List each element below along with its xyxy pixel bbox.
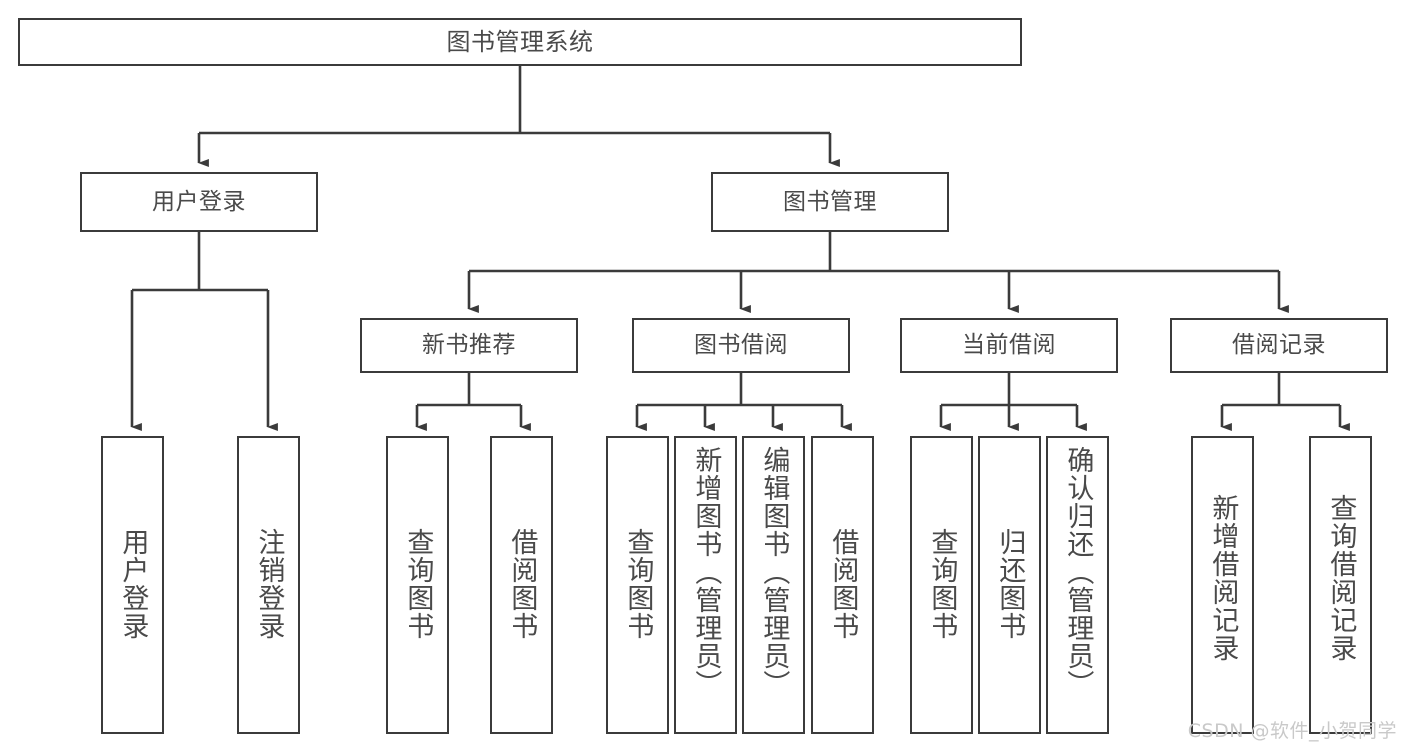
node-label: 查询图书 <box>926 528 958 640</box>
node-root-book-management-system[interactable]: 图书管理系统 <box>18 18 1022 66</box>
node-label: 借阅图书 <box>506 528 538 640</box>
leaf-return-book[interactable]: 归还图书 <box>978 436 1041 734</box>
leaf-edit-book-admin[interactable]: 编辑图书（管理员） <box>742 436 805 734</box>
node-label: 新书推荐 <box>422 332 516 358</box>
leaf-query-book-borrow[interactable]: 查询图书 <box>606 436 669 734</box>
node-label: 查询借阅记录 <box>1325 494 1357 662</box>
node-label: 图书管理系统 <box>446 28 594 56</box>
node-label: 用户登录 <box>152 188 246 215</box>
node-label: 查询图书 <box>622 528 654 640</box>
node-label: 编辑图书（管理员） <box>758 446 790 698</box>
leaf-add-book-admin[interactable]: 新增图书（管理员） <box>674 436 737 734</box>
leaf-confirm-return-admin[interactable]: 确认归还（管理员） <box>1046 436 1109 734</box>
node-label: 新增借阅记录 <box>1207 494 1239 662</box>
node-current-borrow[interactable]: 当前借阅 <box>900 318 1118 373</box>
node-label: 注销登录 <box>253 528 285 640</box>
node-label: 查询图书 <box>402 528 434 640</box>
node-label: 图书借阅 <box>694 332 788 358</box>
node-label: 借阅图书 <box>827 528 859 640</box>
csdn-watermark: CSDN @软件_小贺同学 <box>1187 720 1397 742</box>
leaf-borrow-book-recommend[interactable]: 借阅图书 <box>490 436 553 734</box>
leaf-query-book-current[interactable]: 查询图书 <box>910 436 973 734</box>
node-book-management[interactable]: 图书管理 <box>711 172 949 232</box>
leaf-borrow-book[interactable]: 借阅图书 <box>811 436 874 734</box>
leaf-add-borrow-record[interactable]: 新增借阅记录 <box>1191 436 1254 734</box>
node-label: 新增图书（管理员） <box>690 446 722 698</box>
node-label: 借阅记录 <box>1232 332 1326 358</box>
leaf-user-login[interactable]: 用户登录 <box>101 436 164 734</box>
leaf-logout[interactable]: 注销登录 <box>237 436 300 734</box>
node-book-borrow[interactable]: 图书借阅 <box>632 318 850 373</box>
node-borrow-record[interactable]: 借阅记录 <box>1170 318 1388 373</box>
node-label: 图书管理 <box>783 188 877 215</box>
node-label: 确认归还（管理员） <box>1062 446 1094 698</box>
leaf-query-book-recommend[interactable]: 查询图书 <box>386 436 449 734</box>
node-user-login[interactable]: 用户登录 <box>80 172 318 232</box>
leaf-query-borrow-record[interactable]: 查询借阅记录 <box>1309 436 1372 734</box>
node-label: 当前借阅 <box>962 332 1056 358</box>
node-new-book-recommend[interactable]: 新书推荐 <box>360 318 578 373</box>
node-label: 归还图书 <box>994 528 1026 640</box>
node-label: 用户登录 <box>117 528 149 640</box>
